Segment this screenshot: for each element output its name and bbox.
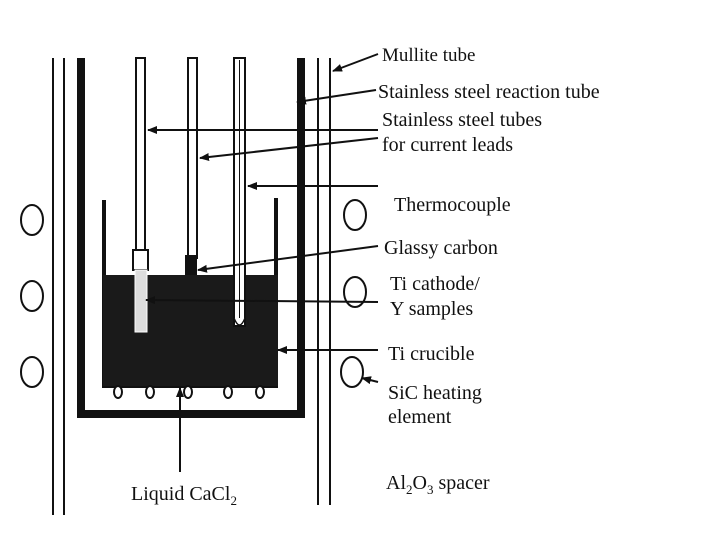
label-mullite-tube: Mullite tube: [382, 45, 475, 66]
leader-lines: [145, 53, 379, 472]
current-lead-tube-middle: [185, 57, 198, 275]
mullite-tube: [52, 58, 331, 515]
label-reaction-tube: Stainless steel reaction tube: [378, 81, 600, 103]
label-thermocouple: Thermocouple: [394, 194, 511, 216]
label-heating-1: SiC heating: [388, 382, 482, 404]
label-lead-tubes-1: Stainless steel tubes: [382, 109, 542, 131]
sic-heating-element: [20, 199, 367, 388]
current-lead-tube-left: [132, 57, 149, 333]
label-glassy-carbon: Glassy carbon: [384, 237, 498, 259]
thermocouple: [233, 57, 246, 327]
reaction-tube: [77, 58, 305, 418]
label-al2o3-spacer: Al2O3 spacer: [386, 472, 490, 497]
label-lead-tubes-2: for current leads: [382, 134, 513, 156]
label-cathode-1: Ti cathode/: [390, 273, 480, 295]
label-heating-2: element: [388, 406, 452, 428]
liquid-cacl2-melt: [103, 275, 278, 386]
label-crucible: Ti crucible: [388, 343, 475, 365]
label-cathode-2: Y samples: [390, 298, 473, 320]
label-liquid-cacl2: Liquid CaCl2: [131, 483, 237, 508]
al2o3-spacer: [113, 385, 265, 399]
